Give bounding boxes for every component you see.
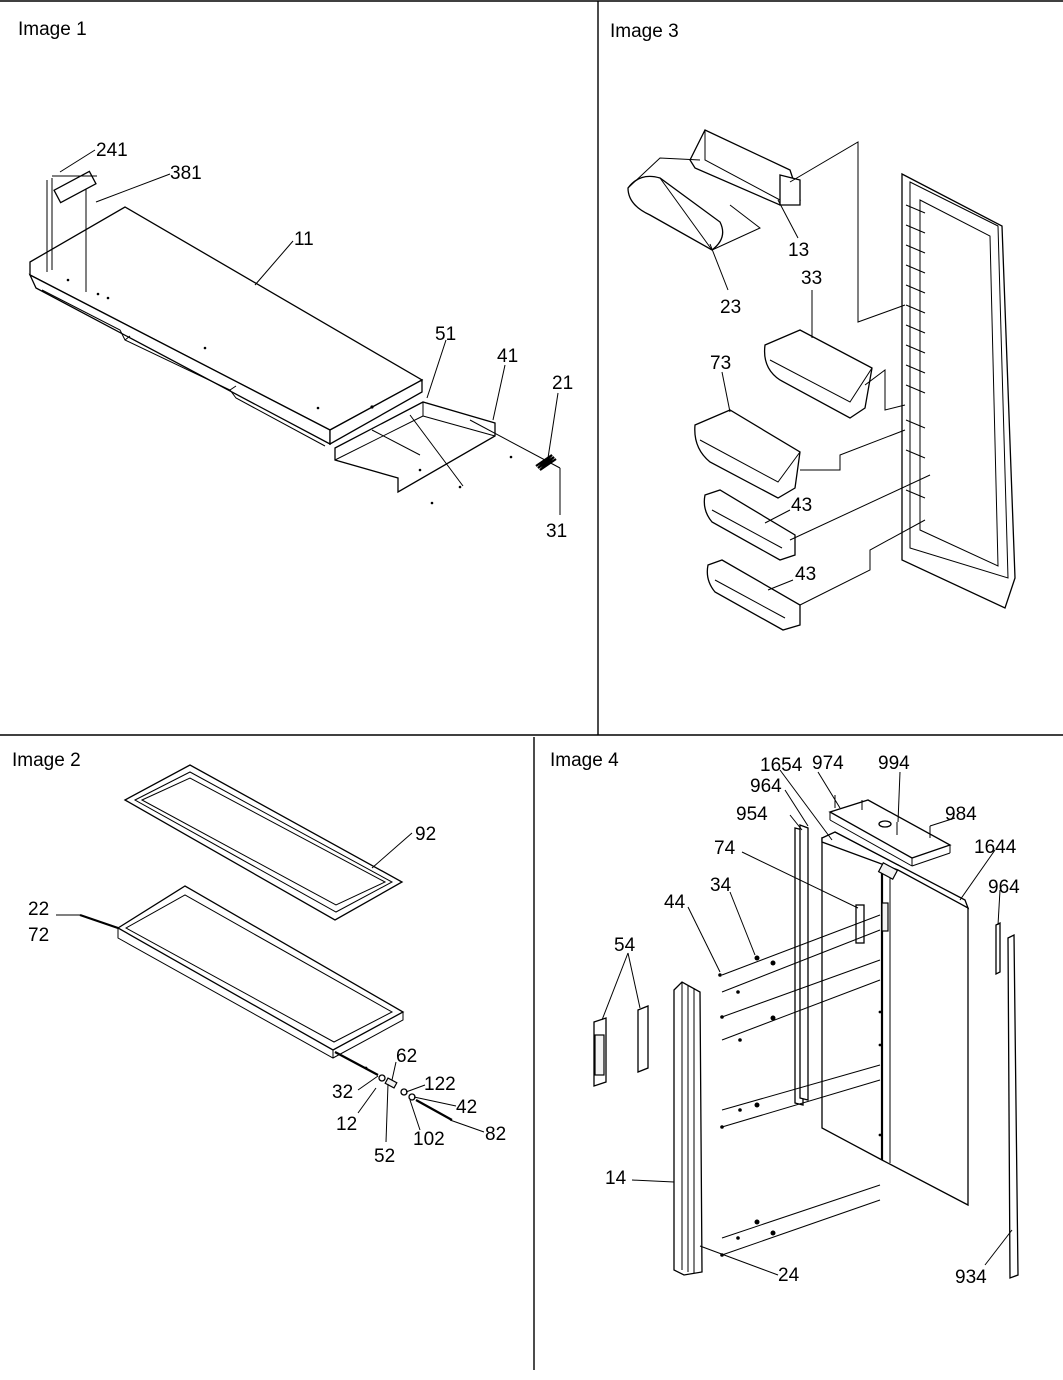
callout-92: 92 (415, 824, 436, 845)
panel-title-image-1: Image 1 (18, 19, 87, 40)
callout-31: 31 (546, 521, 567, 542)
callout-62: 62 (396, 1046, 417, 1067)
callout-964-top: 964 (750, 776, 782, 797)
callout-22: 22 (28, 899, 49, 920)
callout-44: 44 (664, 892, 686, 913)
image-1-drawing (28, 170, 561, 515)
callout-954: 954 (736, 804, 768, 825)
callout-994: 994 (878, 753, 910, 774)
callout-51: 51 (435, 324, 456, 345)
callout-23: 23 (720, 297, 741, 318)
image-3-leaders (709, 199, 813, 591)
callout-74: 74 (714, 838, 736, 859)
callout-241: 241 (96, 140, 128, 161)
callout-934: 934 (955, 1267, 987, 1288)
callout-381: 381 (170, 163, 202, 184)
door-panel (901, 172, 1016, 609)
shelf-cover (29, 206, 424, 431)
callout-14: 14 (605, 1168, 627, 1189)
callout-42: 42 (456, 1097, 477, 1118)
callout-34: 34 (710, 875, 732, 896)
callout-21: 21 (552, 373, 573, 394)
image-2-drawing (79, 764, 453, 1121)
door-liner-ribs (905, 204, 926, 499)
callout-52: 52 (374, 1146, 395, 1167)
image-4-fastener-lines (718, 914, 882, 1257)
image-1-leaders (59, 149, 559, 459)
image-3-drawing (627, 129, 1016, 631)
callout-13: 13 (788, 240, 809, 261)
image-4-drawing (593, 795, 1019, 1279)
callout-72: 72 (28, 925, 49, 946)
callout-122: 122 (424, 1074, 456, 1095)
callout-102: 102 (413, 1129, 445, 1150)
callout-32: 32 (332, 1082, 353, 1103)
callout-33: 33 (801, 268, 822, 289)
callout-41: 41 (497, 346, 518, 367)
callout-964-right: 964 (988, 877, 1020, 898)
callout-73: 73 (710, 353, 731, 374)
shelf-frame (116, 885, 405, 1051)
callout-43-lower: 43 (795, 564, 816, 585)
callout-24: 24 (778, 1265, 800, 1286)
panel-title-image-3: Image 3 (610, 21, 679, 42)
panel-title-image-4: Image 4 (550, 750, 619, 771)
callout-82: 82 (485, 1124, 506, 1145)
callout-974: 974 (812, 753, 844, 774)
callout-984: 984 (945, 804, 977, 825)
panel-title-image-2: Image 2 (12, 750, 81, 771)
glass-panel (123, 764, 404, 921)
callout-1644: 1644 (974, 837, 1017, 858)
callout-43-upper: 43 (791, 495, 812, 516)
image-2-leaders (56, 832, 485, 1143)
callout-11: 11 (294, 229, 314, 250)
callout-1654: 1654 (760, 755, 803, 776)
callout-54: 54 (614, 935, 636, 956)
image-4-leaders (601, 769, 1013, 1276)
callout-12: 12 (336, 1114, 357, 1135)
